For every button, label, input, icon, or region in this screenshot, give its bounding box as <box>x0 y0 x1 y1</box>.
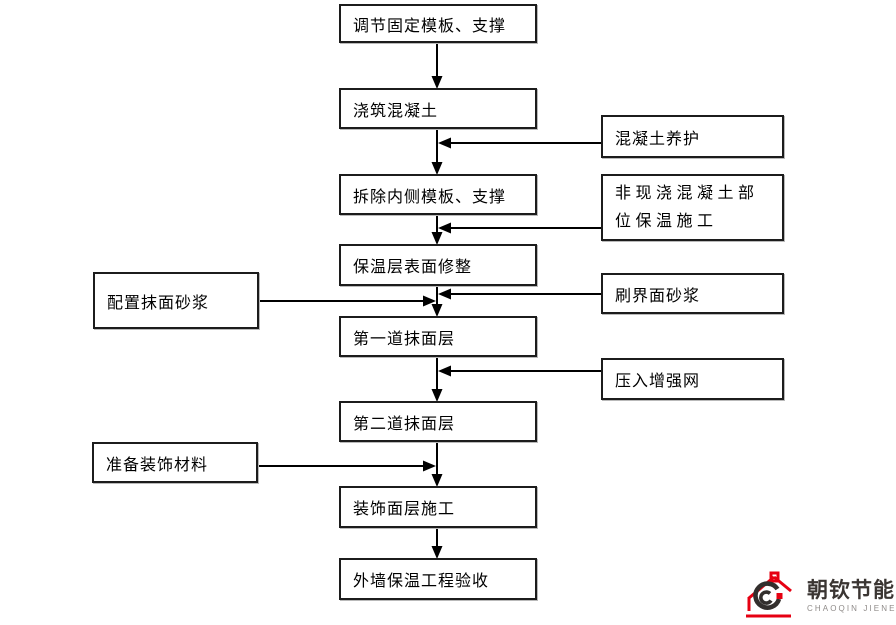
flow-step-insulation-surface-trim: 保温层表面修整 <box>339 244 537 286</box>
flow-step-press-reinforcement-mesh: 压入增强网 <box>601 358 784 400</box>
flow-step-noncast-insulation: 非现浇混凝土部位保温施工 <box>601 174 784 241</box>
flow-step-first-render-coat: 第一道抹面层 <box>339 316 537 357</box>
flow-step-prepare-decorative-materials: 准备装饰材料 <box>92 442 258 483</box>
flow-step-concrete-curing: 混凝土养护 <box>601 115 784 158</box>
flow-step-brush-interface-mortar: 刷界面砂浆 <box>601 273 784 314</box>
house-with-g-monogram-icon <box>746 571 792 618</box>
flow-step-second-render-coat: 第二道抹面层 <box>339 401 537 442</box>
flow-step-adjust-fix-formwork: 调节固定模板、支撑 <box>339 4 537 43</box>
flow-step-prepare-render-mortar: 配置抹面砂浆 <box>93 272 259 329</box>
company-name-latin: CHAOQIN JIENENG <box>807 604 896 614</box>
company-logo-text: 朝钦节能 CHAOQIN JIENENG <box>807 579 896 613</box>
company-logo: 朝钦节能 CHAOQIN JIENENG <box>744 571 896 621</box>
company-name: 朝钦节能 <box>807 578 895 602</box>
flow-step-pour-concrete: 浇筑混凝土 <box>339 88 537 129</box>
flow-step-remove-inner-formwork: 拆除内侧模板、支撑 <box>339 174 537 215</box>
flow-step-decorative-finish: 装饰面层施工 <box>339 486 537 528</box>
flow-step-acceptance: 外墙保温工程验收 <box>339 558 537 600</box>
